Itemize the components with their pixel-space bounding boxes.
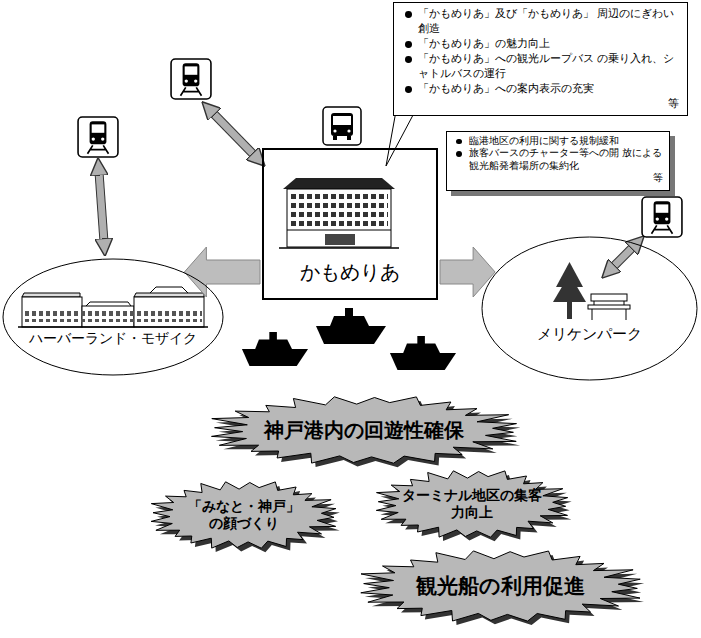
label-wrap: 「みなと・神戸」 の顔づくり	[143, 477, 344, 553]
park-bench	[588, 294, 630, 320]
ellipse-shape	[482, 237, 697, 380]
ship	[242, 332, 308, 366]
bus-icon	[323, 107, 361, 145]
bullet-item: 「かもめりあ」への観光ループバス の乗り入れ、シャトルバスの運行	[402, 52, 679, 82]
label-wrap: かもめりあ	[264, 259, 436, 286]
callout-box: 臨港地区の利用に関する規制緩和旅客バースのチャーター等への開 放による観光船発着…	[446, 131, 670, 191]
bullet-dot	[456, 139, 462, 145]
bullet-dot	[405, 41, 412, 48]
label-wrap: ハーバーランド・モザイク	[2, 330, 224, 348]
block-arrow	[440, 247, 495, 297]
bullet-dot	[456, 151, 462, 157]
terminal-building	[279, 178, 399, 248]
label-wrap: メリケンパーク	[481, 325, 698, 344]
ship	[390, 336, 456, 370]
train-icon	[171, 59, 211, 99]
goal-starburst: 神戸港内の回遊性確保	[200, 392, 532, 472]
goal-text: 「みなと・神戸」 の顔づくり	[181, 498, 306, 533]
goal-text: 観光船の利用促進	[416, 573, 585, 599]
goal-text: ターミナル地区の集客 力向上	[400, 487, 545, 521]
bullet-dot	[405, 86, 412, 93]
area-name: ハーバーランド・モザイク	[29, 330, 197, 348]
ship	[316, 308, 386, 344]
bullet-item: 「かもめりあ」及び「かもめりあ」 周辺のにぎわい創造	[402, 7, 679, 37]
note-text: 等	[453, 172, 663, 184]
ellipse-shape	[3, 259, 223, 375]
area-name: メリケンパーク	[537, 325, 642, 344]
bullet-item: 旅客バースのチャーター等への開 放による観光船発着場所の集約化	[453, 147, 663, 172]
goal-text: 神戸港内の回遊性確保	[264, 418, 464, 443]
ellipse-outline	[2, 258, 224, 376]
goal-starburst: ターミナル地区の集客 力向上	[368, 466, 580, 546]
goal-starburst: 観光船の利用促進	[350, 546, 655, 630]
bullet-dot	[405, 11, 412, 18]
facility-name: かもめりあ	[300, 259, 400, 286]
park-tree	[553, 262, 586, 319]
harborland-building	[18, 287, 208, 327]
train-icon	[642, 197, 682, 237]
starburst-shape	[151, 482, 336, 548]
callout-list: 「かもめりあ」及び「かもめりあ」 周辺のにぎわい創造「かもめりあ」の魅力向上「か…	[402, 7, 679, 112]
callout-box: 「かもめりあ」及び「かもめりあ」 周辺のにぎわい創造「かもめりあ」の魅力向上「か…	[393, 2, 688, 116]
starburst-shape	[212, 397, 517, 463]
label-wrap: 神戸港内の回遊性確保	[200, 392, 528, 468]
bullet-item: 臨港地区の利用に関する規制緩和	[453, 135, 663, 147]
bullet-item: 「かもめりあ」の魅力向上	[402, 37, 679, 52]
label-wrap: 観光船の利用促進	[350, 546, 651, 626]
train-icon	[78, 117, 118, 157]
label-wrap: ターミナル地区の集客 力向上	[368, 466, 576, 542]
area-ellipse: ハーバーランド・モザイク	[2, 258, 224, 376]
area-ellipse: メリケンパーク	[481, 236, 698, 381]
block-arrow	[184, 247, 260, 297]
bullet-dot	[405, 56, 412, 63]
callout-list: 臨港地区の利用に関する規制緩和旅客バースのチャーター等への開 放による観光船発着…	[453, 135, 663, 184]
note-text: 等	[402, 97, 679, 112]
starburst-shape	[361, 551, 640, 621]
bullet-item: 「かもめりあ」への案内表示の充実	[402, 82, 679, 97]
ellipse-outline	[481, 236, 698, 381]
goal-starburst: 「みなと・神戸」 の顔づくり	[143, 477, 348, 557]
starburst-shape	[376, 471, 567, 537]
facility-box: かもめりあ	[262, 148, 438, 300]
